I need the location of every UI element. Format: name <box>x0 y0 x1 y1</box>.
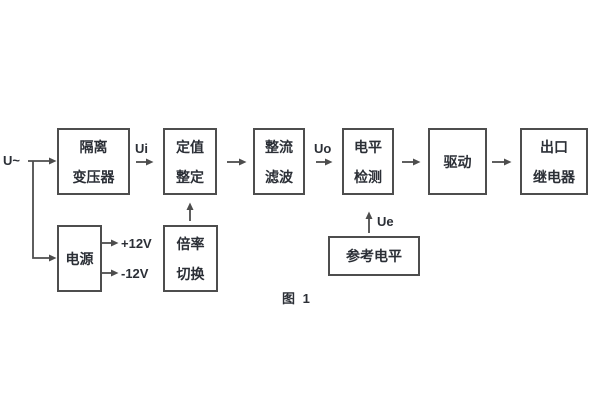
block-rectifier-filter: 整流 滤波 <box>253 128 305 195</box>
connector-input-to-power-supply <box>32 161 57 262</box>
block-level-detection: 电平 检测 <box>342 128 394 195</box>
block-driver: 驱动 <box>428 128 487 195</box>
signal-label-ac-input: U~ <box>3 153 20 168</box>
signal-label-minus-12v: -12V <box>121 266 149 281</box>
figure-caption: 图 1 <box>282 291 312 306</box>
block-output-relay: 出口 继电器 <box>520 128 588 195</box>
block-isolation-transformer: 隔离 变压器 <box>57 128 130 195</box>
signal-label-ui: Ui <box>135 141 148 156</box>
block-ratio-switch: 倍率 切换 <box>163 225 218 292</box>
signal-label-plus-12v: +12V <box>121 236 152 251</box>
block-setpoint-setting: 定值 整定 <box>163 128 217 195</box>
block-reference-level: 参考电平 <box>328 236 420 276</box>
signal-label-uo: Uo <box>314 141 332 156</box>
signal-label-ue: Ue <box>377 214 394 229</box>
block-power-supply: 电源 <box>57 225 102 292</box>
